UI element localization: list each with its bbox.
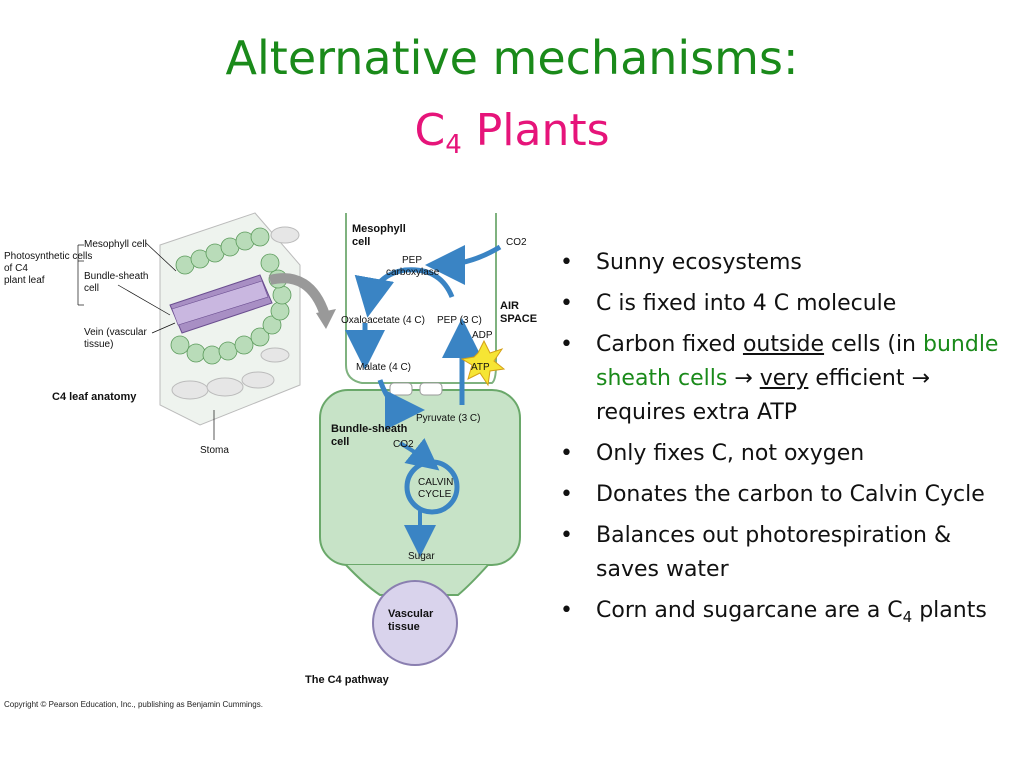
bullet-text: Sunny ecosystems: [596, 250, 802, 275]
bullet-dot: •: [560, 598, 573, 623]
bullet-item: • Balances out photorespiration & saves w…: [560, 519, 1000, 587]
label-pyruvate: Pyruvate (3 C): [416, 413, 480, 424]
bullet-item: • Carbon fixed outside cells (in bundle s…: [560, 328, 1000, 430]
bullet-text: Balances out photorespiration & saves wa…: [596, 523, 952, 582]
c4-pathway-diagram: [319, 213, 521, 666]
subtitle-subscript: 4: [445, 130, 462, 160]
label-mesophyll-cell: Mesophyll cell: [84, 239, 147, 250]
label-sugar: Sugar: [408, 551, 435, 562]
label-malate: Malate (4 C): [356, 362, 411, 373]
bullet-text: bundle sheath cells: [596, 332, 999, 391]
label-oxaloacetate: Oxaloacetate (4 C): [341, 315, 425, 326]
leaf-anatomy-illustration: [159, 212, 336, 426]
label-pep: PEP (3 C): [437, 315, 482, 326]
bullet-text: Carbon fixed: [596, 332, 743, 357]
slide-title: Alternative mechanisms:: [225, 31, 799, 85]
label-co2-inner: CO2: [393, 439, 414, 450]
label-pathway-caption: The C4 pathway: [305, 674, 390, 686]
label-adp: ADP: [472, 330, 493, 341]
bullet-dot: •: [560, 523, 573, 548]
bullet-dot: •: [560, 250, 573, 275]
bullet-text: →: [727, 366, 760, 391]
bullet-dot: •: [560, 291, 573, 316]
bullet-text: outside: [742, 332, 825, 357]
subtitle-c: C: [414, 105, 446, 156]
bullet-text: Only fixes C, not oxygen: [596, 441, 865, 466]
bullet-text: Donates the carbon to Calvin Cycle: [596, 482, 985, 507]
bullet-item: • C is fixed into 4 C molecule: [560, 287, 1000, 321]
bullet-text: very: [759, 366, 809, 391]
slide-subtitle: C4 Plants: [0, 104, 1024, 172]
bullet-item: • Corn and sugarcane are a C4 plants: [560, 594, 1000, 634]
label-co2-top: CO2: [506, 237, 527, 248]
label-leaf-anatomy-caption: C4 leaf anatomy: [52, 391, 137, 403]
label-stoma: Stoma: [200, 445, 229, 456]
bullet-text: Corn and sugarcane are a C: [596, 598, 903, 623]
bullet-text: plants: [912, 598, 987, 623]
bullet-dot: •: [560, 441, 573, 466]
bullet-text: cells (in: [824, 332, 923, 357]
bullet-text: efficient → requires extra ATP: [596, 366, 930, 425]
bullet-item: • Only fixes C, not oxygen: [560, 437, 1000, 471]
label-atp: ATP: [471, 362, 490, 373]
bullet-text: C is fixed into 4 C molecule: [596, 291, 897, 316]
leaf-label-lines: [77, 242, 215, 440]
bullet-text: 4: [902, 608, 913, 626]
bullet-dot: •: [560, 332, 573, 357]
bullet-list: • Sunny ecosystems • C is fixed into 4 C mo…: [560, 246, 1000, 641]
copyright-notice: Copyright © Pearson Education, Inc., pub…: [4, 700, 263, 709]
bullet-item: • Sunny ecosystems: [560, 246, 1000, 280]
bullet-item: • Donates the carbon to Calvin Cycle: [560, 478, 1000, 512]
subtitle-rest: Plants: [461, 105, 610, 156]
bullet-dot: •: [560, 482, 573, 507]
